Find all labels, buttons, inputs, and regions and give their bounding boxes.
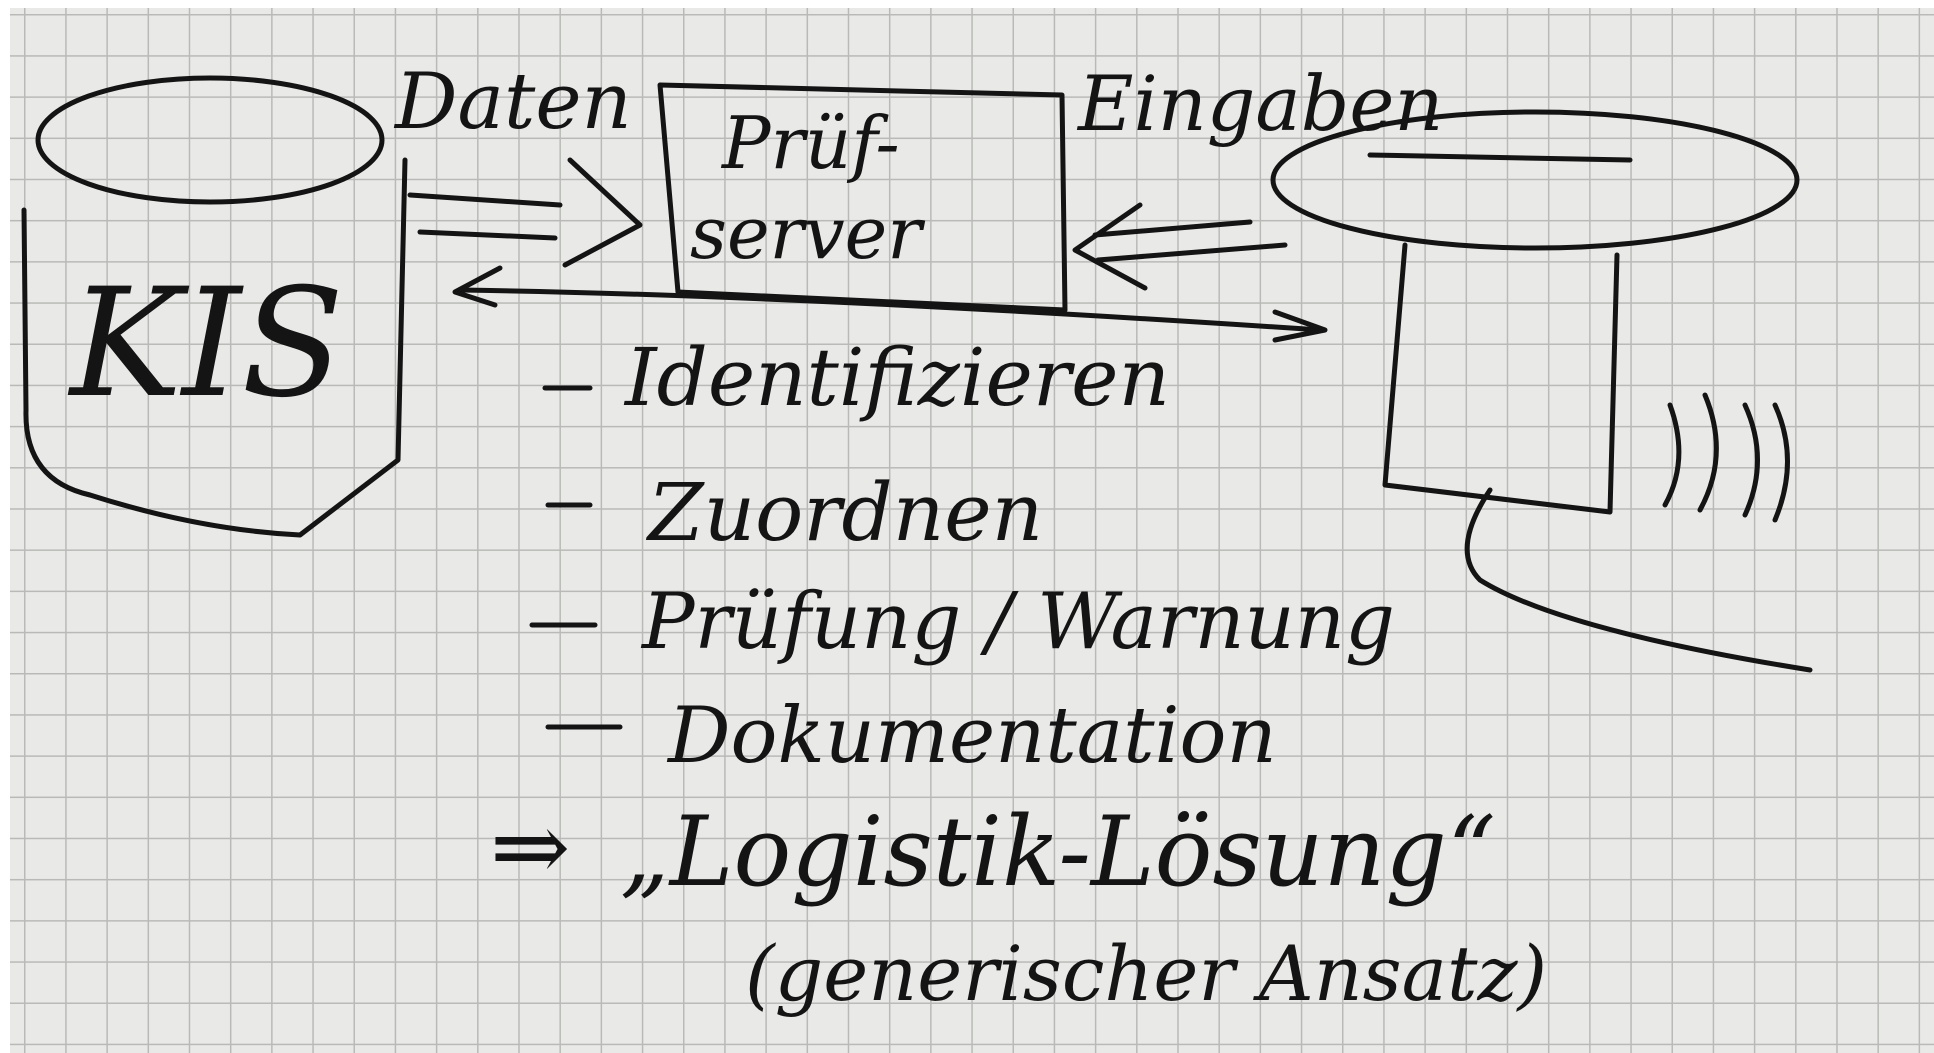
task-pruefung-warnung: Prüfung / Warnung [640,577,1395,667]
long-arrow-shaft-icon [457,287,1323,333]
pruefserver-line1: Prüf- [720,101,900,185]
kis-cylinder-body [21,157,408,538]
terminal-top [1270,109,1800,251]
terminal-to-server-arrows [1072,202,1288,291]
kis-label: KIS [67,257,344,431]
kis-database: KIS [21,75,408,538]
pruefserver-box: Prüf- server [657,82,1068,313]
terminal-slot [1367,152,1633,163]
input-arrow-shaft-icon [1092,219,1288,263]
terminal-cable [1464,487,1813,673]
task-dokumentation: Dokumentation [666,691,1277,781]
conclusion-arrow-icon: ⇒ [490,791,570,903]
daten-label: Daten [393,57,632,147]
conclusion-note: (generischer Ansatz) [745,929,1547,1018]
pruefserver-line2: server [690,191,925,275]
right-arrow-head-icon [1272,309,1328,343]
task-zuordnen: Zuordnen [645,466,1043,559]
eingaben-label: Eingaben [1076,59,1443,148]
terminal-device [1270,109,1813,673]
conclusion-text: „Logistik-Lösung“ [620,796,1496,908]
arrow-head-icon [562,157,643,268]
bidirectional-arrow [452,265,1328,343]
task-identifizieren: Identifizieren [623,331,1170,424]
left-arrow-head-icon [452,265,503,308]
task-list: Identifizieren Zuordnen Prüfung / Warnun… [529,331,1395,781]
terminal-body [1382,242,1620,515]
conclusion: ⇒ „Logistik-Lösung“ (generischer Ansatz) [490,791,1547,1018]
server-box-outline [657,82,1068,313]
arrow-shaft-icon [407,192,563,241]
kis-to-server-arrows [407,157,643,268]
kis-cylinder-top [35,75,385,205]
input-arrow-head-icon [1072,202,1148,291]
signal-waves-icon [1662,392,1790,523]
